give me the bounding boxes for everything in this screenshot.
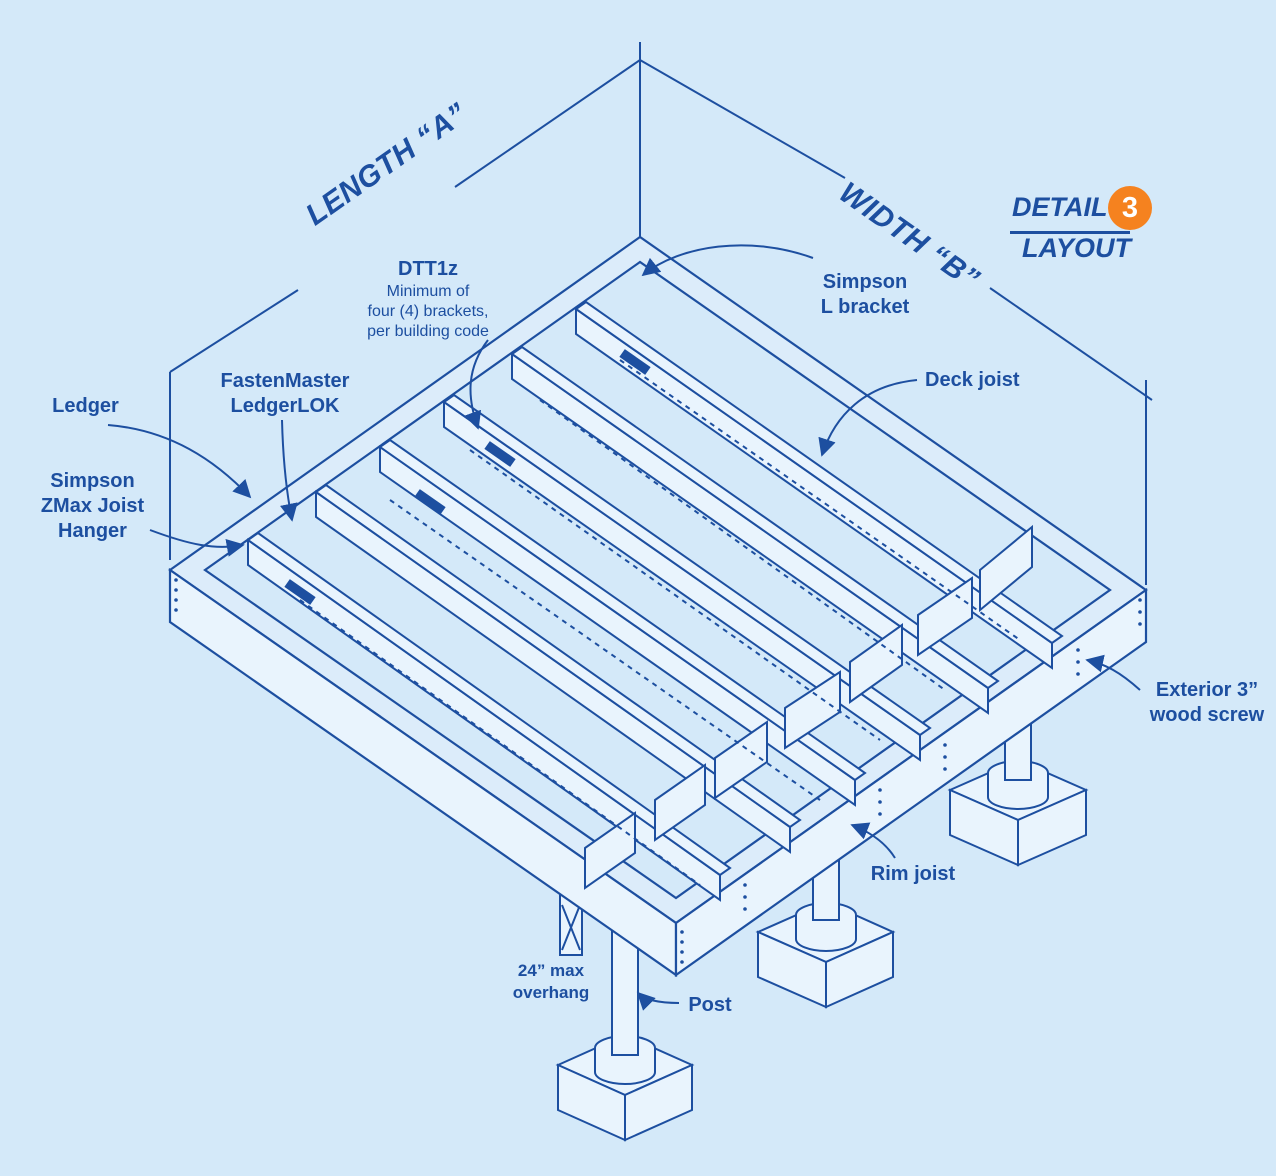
deck-frame — [168, 235, 1148, 978]
ledgerlok-label: FastenMaster LedgerLOK — [200, 369, 370, 419]
dtt1z-label: DTT1z Minimum of four (4) brackets, per … — [348, 257, 508, 342]
zmax-joist-hanger-label: Simpson ZMax Joist Hanger — [30, 469, 155, 544]
ledgerlok-line1: FastenMaster — [220, 370, 350, 392]
rim-joist-label: Rim joist — [870, 863, 956, 885]
dtt1z-brackets — [284, 349, 651, 605]
dtt1z-note-line1: Minimum of — [386, 283, 470, 300]
overhang-label: 24” max overhang — [496, 960, 606, 1004]
deck-joist-label: Deck joist — [925, 369, 1020, 391]
dtt1z-title: DTT1z — [398, 258, 458, 280]
ledger-label: Ledger — [52, 395, 119, 417]
exterior-screw-line1: Exterior 3” — [1155, 679, 1259, 701]
exterior-screw-label: Exterior 3” wood screw — [1138, 678, 1276, 728]
overhang-line1: 24” max — [517, 961, 585, 980]
detail-subtitle: LAYOUT — [1022, 233, 1131, 263]
zmax-line3: Hanger — [58, 520, 127, 542]
screw-lines — [299, 359, 1021, 886]
exterior-screw-line2: wood screw — [1149, 704, 1265, 726]
dimension-lines — [169, 42, 1153, 585]
simpson-l-bracket-label: Simpson L bracket — [800, 270, 930, 320]
dtt1z-note-line2: four (4) brackets, — [367, 303, 489, 320]
simpson-l-line2: L bracket — [820, 296, 910, 318]
deck-joists — [246, 300, 1064, 902]
zmax-line1: Simpson — [50, 470, 135, 492]
rim-screw-dots — [174, 578, 1142, 964]
dtt1z-note-line3: per building code — [367, 323, 489, 340]
post-label: Post — [688, 994, 732, 1016]
ledgerlok-line2: LedgerLOK — [230, 395, 340, 417]
simpson-l-line1: Simpson — [822, 271, 908, 293]
leader-arrows — [107, 244, 1141, 1011]
zmax-line2: ZMax Joist — [40, 495, 145, 517]
overhang-line2: overhang — [512, 983, 590, 1002]
detail-title: DETAIL — [1012, 192, 1108, 222]
detail-divider — [1010, 231, 1130, 234]
detail-number-badge: 3 — [1108, 186, 1152, 230]
